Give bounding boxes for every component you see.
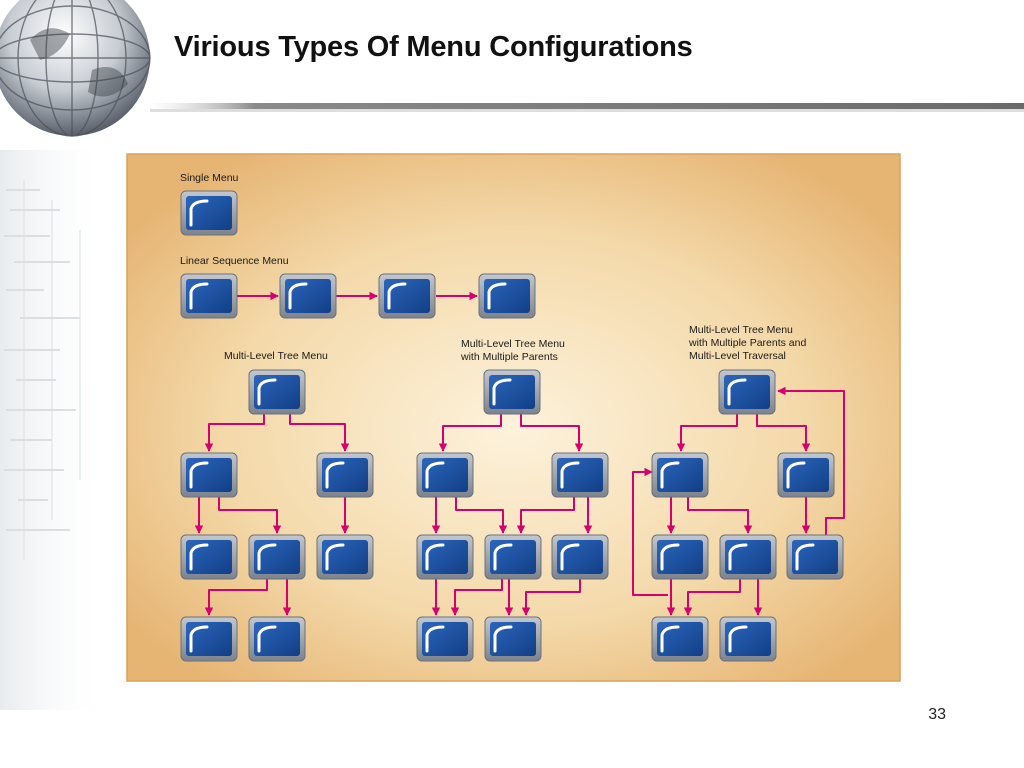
label-multi-parents-line-1: Multi-Level Tree Menu xyxy=(461,338,565,350)
arrow xyxy=(455,496,508,534)
arrow xyxy=(687,496,753,534)
menu-screen-icon xyxy=(718,615,778,663)
connector-arrows xyxy=(194,291,845,616)
menu-screen-icon xyxy=(315,533,375,581)
arrow xyxy=(516,496,575,534)
arrow xyxy=(204,414,265,452)
menu-screen-icon xyxy=(179,189,239,237)
menu-screen-icon xyxy=(415,451,475,499)
arrow xyxy=(289,414,350,452)
menu-screen-icon xyxy=(477,272,537,320)
arrow xyxy=(683,578,741,616)
menu-screen-icon xyxy=(550,533,610,581)
arrow xyxy=(218,496,282,534)
label-multi-parents-line-2: with Multiple Parents xyxy=(460,351,558,363)
arrow xyxy=(438,414,502,452)
globe-icon xyxy=(0,0,151,137)
menu-screen-icon xyxy=(718,533,778,581)
menu-screen-icon xyxy=(179,615,239,663)
menu-screen-icon xyxy=(179,272,239,320)
arrow xyxy=(777,386,845,535)
label-multi-level-tree-menu: Multi-Level Tree Menu xyxy=(224,350,328,362)
menu-screen-icon xyxy=(483,615,543,663)
menu-screen-icon xyxy=(550,451,610,499)
menu-screen-icon xyxy=(717,368,777,416)
page-number: 33 xyxy=(928,706,946,723)
menu-screen-icon xyxy=(650,451,710,499)
menu-screen-icon xyxy=(650,615,710,663)
menu-screen-icon xyxy=(247,615,307,663)
label-linear-sequence-menu: Linear Sequence Menu xyxy=(180,255,289,267)
label-multi-traversal-line-1: Multi-Level Tree Menu xyxy=(689,324,793,336)
diagram-panel xyxy=(126,153,901,682)
menu-screen-icon xyxy=(247,533,307,581)
menu-screen-icon xyxy=(247,368,307,416)
menu-screen-icon xyxy=(315,451,375,499)
arrow xyxy=(676,414,738,452)
arrow xyxy=(204,578,268,616)
arrow xyxy=(450,578,503,616)
label-single-menu: Single Menu xyxy=(180,172,239,184)
arrow xyxy=(632,467,668,596)
arrow xyxy=(520,414,584,452)
menu-screen-icon xyxy=(776,451,836,499)
label-multi-traversal-line-3: Multi-Level Traversal xyxy=(689,350,786,362)
menu-screen-icon xyxy=(278,272,338,320)
label-multi-traversal: Multi-Level Tree Menu with Multiple Pare… xyxy=(688,324,809,362)
menu-screen-icon xyxy=(415,615,475,663)
label-multi-parents: Multi-Level Tree Menu with Multiple Pare… xyxy=(460,338,568,363)
arrow xyxy=(756,414,811,452)
menu-screen-icon xyxy=(483,533,543,581)
menu-screen-icon xyxy=(785,533,845,581)
menu-screen-icon xyxy=(377,272,437,320)
arrow xyxy=(521,578,581,616)
menu-screen-icon xyxy=(482,368,542,416)
slide-title: Virious Types Of Menu Configurations xyxy=(174,31,693,63)
menu-screen-icon xyxy=(179,451,239,499)
label-multi-traversal-line-2: with Multiple Parents and xyxy=(688,337,806,349)
menu-screen-icon xyxy=(415,533,475,581)
menu-screen-icon xyxy=(650,533,710,581)
menu-screen-icon xyxy=(179,533,239,581)
